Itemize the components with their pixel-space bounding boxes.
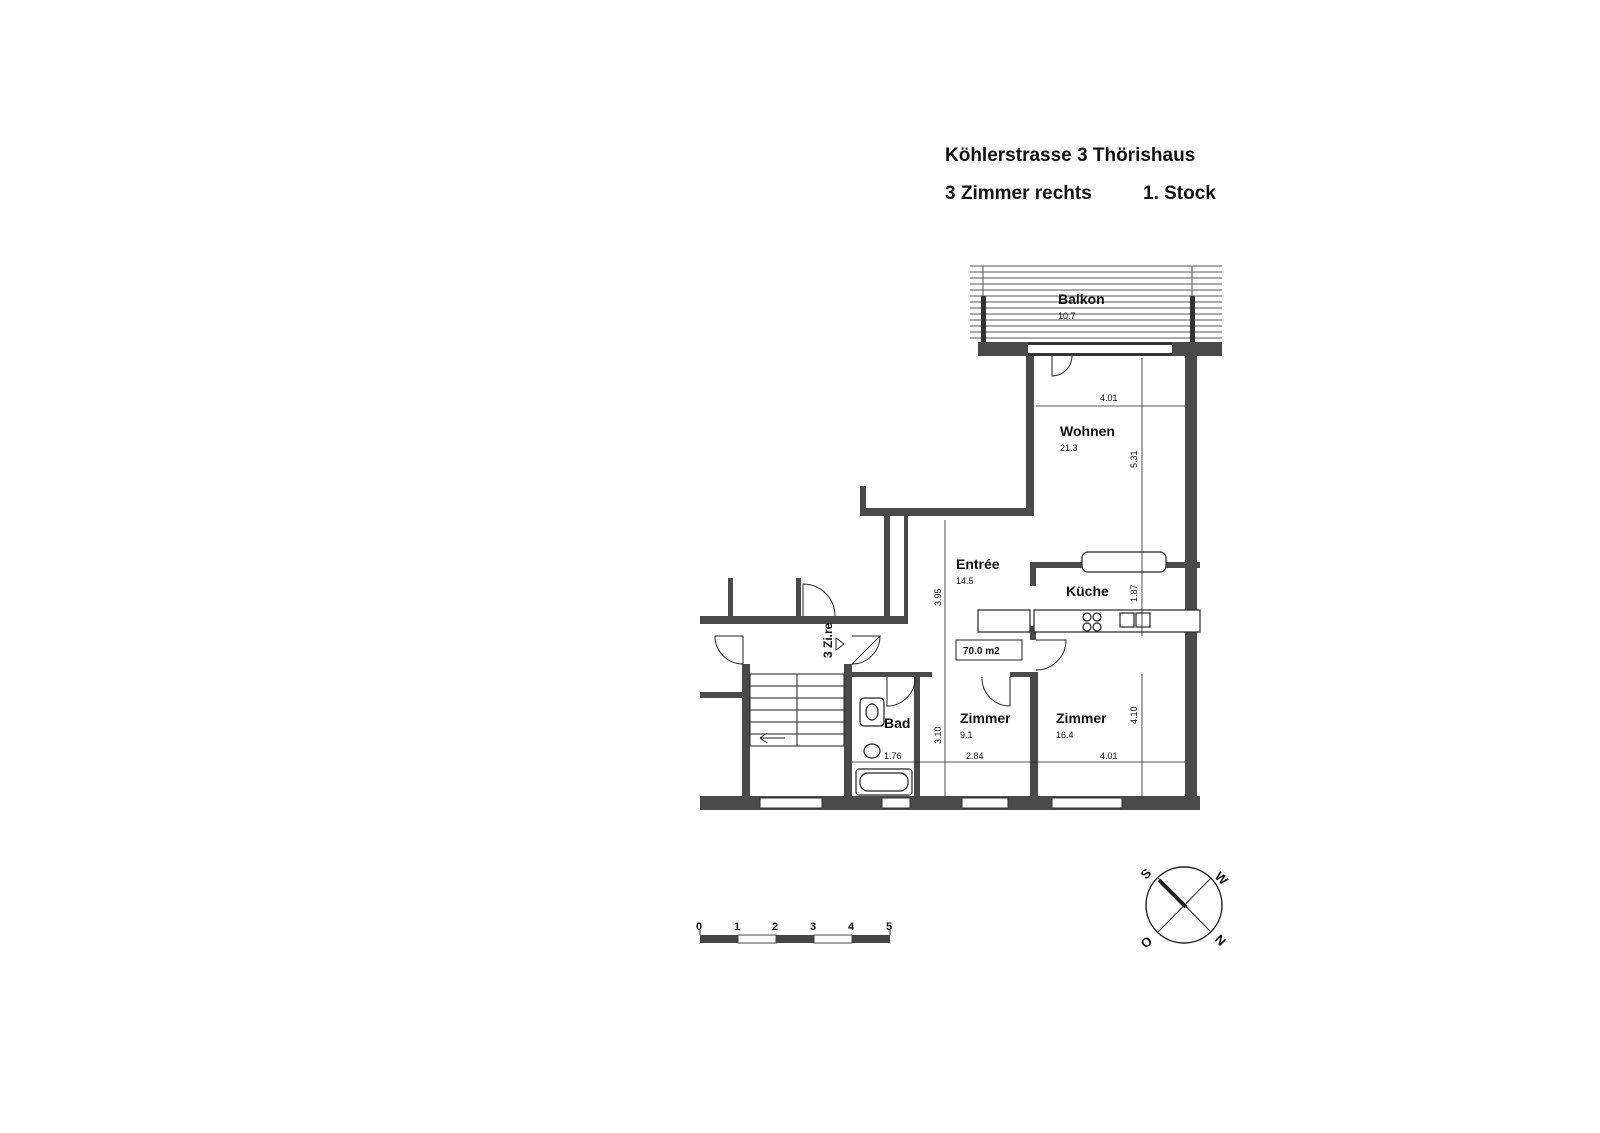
room-area-zimmer-1: 9.1 [960,730,973,740]
scale-bar [699,930,891,944]
room-area-balkon: 10.7 [1058,311,1076,321]
kitchen-counter [977,551,1201,633]
room-name-zimmer-1: Zimmer [960,710,1011,726]
dim-wohnen-width: 4.01 [1100,393,1118,403]
dim-bad-width: 1.76 [884,751,902,761]
dim-wohnen-depth: 5.31 [1129,450,1139,468]
staircase [749,673,845,747]
scale-tick-0: 0 [696,921,702,933]
room-name-entree: Entrée [956,556,1000,572]
dim-zimmer-2-width: 4.01 [1100,751,1118,761]
room-area-entree: 14.5 [956,576,974,586]
floor-title: 1. Stock [1143,183,1216,204]
total-area-box [955,639,1023,661]
scale-tick-5: 5 [886,921,892,933]
dimension-lines [852,358,1185,798]
bathroom-fixtures [855,697,913,796]
room-name-zimmer-2: Zimmer [1056,710,1107,726]
entrance-label: 3 Zi.re [821,622,835,658]
dim-kueche-depth: 1.87 [1129,584,1139,602]
room-name-wohnen: Wohnen [1060,423,1115,439]
compass-rose [1145,866,1223,944]
compass-north: N [1212,932,1229,949]
room-area-zimmer-2: 16.4 [1056,730,1074,740]
address-title: Köhlerstrasse 3 Thörishaus [945,145,1196,166]
bottom-windows [759,797,1123,809]
dim-zimmer-1-width: 2.84 [966,751,984,761]
balcony-railing [970,265,1222,345]
room-name-bad: Bad [884,715,910,731]
scale-tick-1: 1 [734,921,740,933]
room-name-kueche: Küche [1066,583,1109,599]
compass-south: S [1138,865,1155,882]
scale-tick-3: 3 [810,921,816,933]
room-name-balkon: Balkon [1058,291,1105,307]
scale-tick-2: 2 [772,921,778,933]
compass-west: W [1212,869,1232,889]
doors [714,355,1073,707]
unit-title: 3 Zimmer rechts [945,183,1092,204]
scale-tick-4: 4 [848,921,855,933]
compass-east: O [1138,933,1156,951]
dim-zimmer-depth-left: 3.10 [933,726,943,744]
room-area-wohnen: 21.3 [1060,443,1078,453]
dim-entree-depth: 3.95 [933,588,943,606]
total-area: 70.0 m2 [963,646,1000,657]
dim-zimmer-depth-right: 4.10 [1129,706,1139,724]
